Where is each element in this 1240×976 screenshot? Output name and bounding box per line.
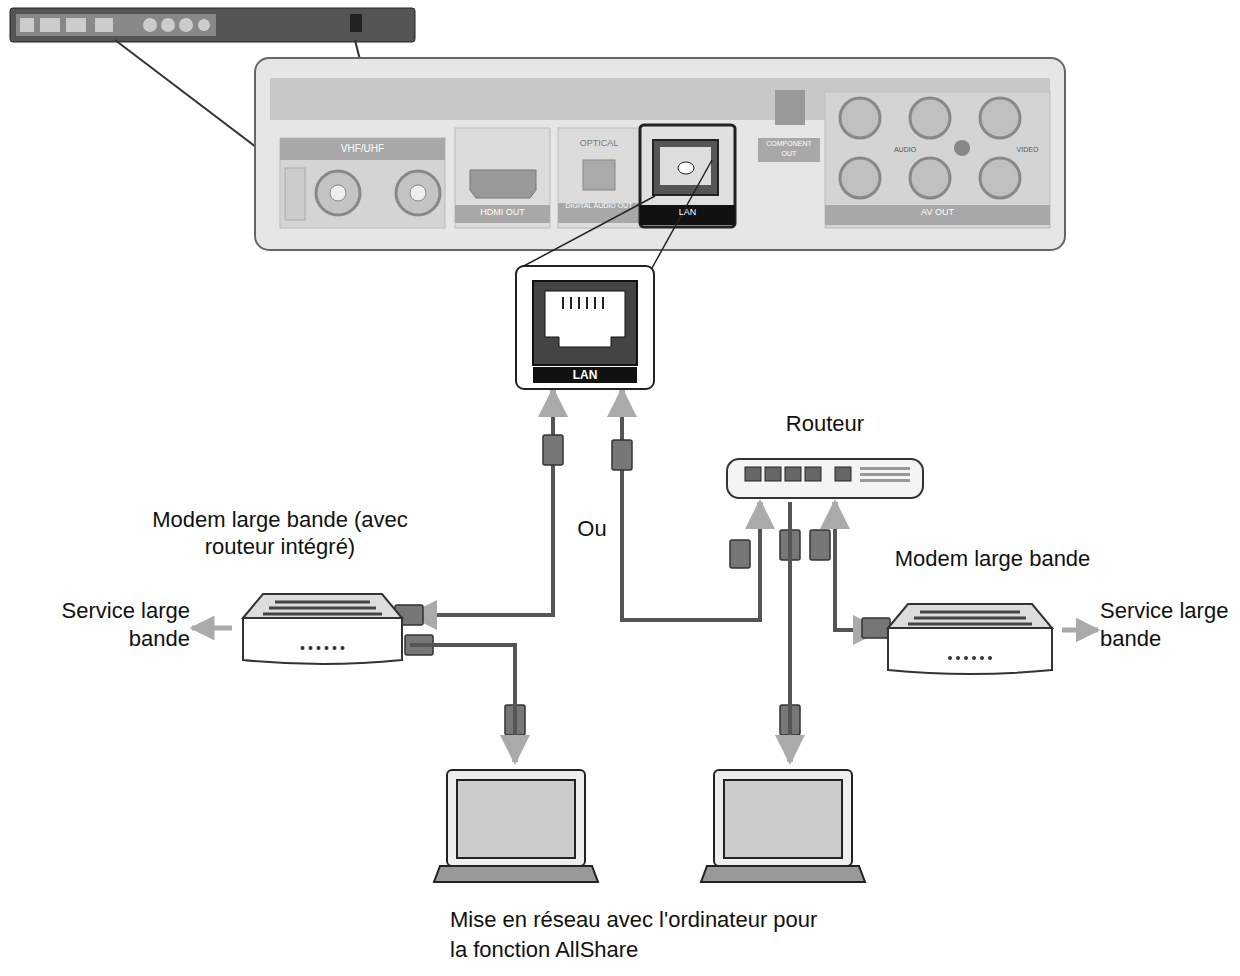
- lan-port-zoom: LAN: [515, 265, 655, 390]
- service-label: Service large bande: [1100, 597, 1236, 653]
- router-outline: [725, 457, 925, 502]
- service-label: Service large bande: [40, 597, 190, 653]
- panel-label: AUDIO: [880, 145, 930, 154]
- panel-label: VIDEO: [1005, 145, 1050, 154]
- network-cable: [410, 390, 553, 615]
- network-cable: [835, 502, 880, 630]
- panel-label: COMPONENT OUT: [758, 139, 820, 159]
- panel-label: HDMI OUT: [455, 207, 550, 218]
- panel-label: VHF/UHF: [280, 142, 445, 155]
- panel-label: OPTICAL: [558, 138, 640, 149]
- panel-label: DIGITAL AUDIO OUT: [558, 201, 640, 211]
- caption: Mise en réseau avec l'ordinateur pour la…: [450, 905, 840, 965]
- port-label: LAN: [533, 367, 637, 383]
- modem-outline: [880, 600, 1060, 680]
- modem-outline: [235, 590, 410, 670]
- device-label: Routeur: [715, 410, 935, 437]
- panel-label: LAN: [640, 207, 735, 218]
- modem-device: Modem large bande: [880, 545, 1105, 680]
- router-device: Routeur: [715, 410, 935, 502]
- or-label: Ou: [572, 515, 612, 543]
- panel-label: AV OUT: [825, 207, 1050, 218]
- network-cable: [622, 390, 760, 620]
- device-label: Modem large bande (avec routeur intégré): [150, 506, 410, 560]
- device-label: Modem large bande: [880, 545, 1105, 572]
